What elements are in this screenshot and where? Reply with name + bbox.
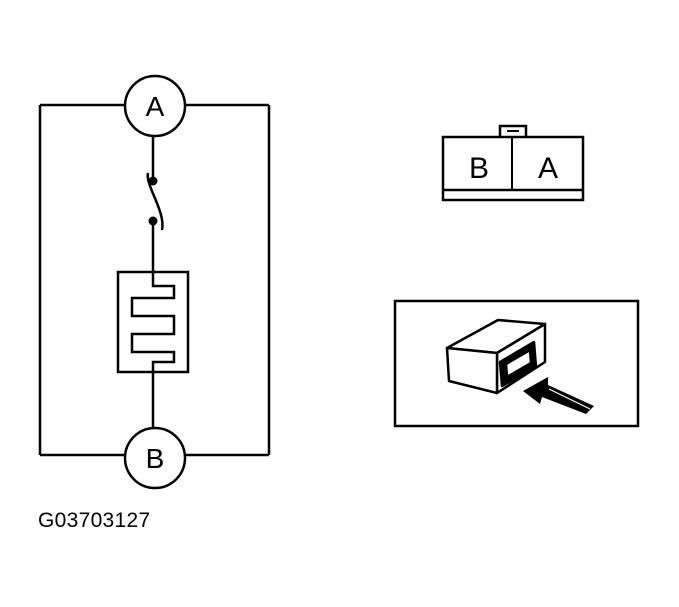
circuit-wires <box>38 103 271 457</box>
connector-cavity-b-label: B <box>469 152 489 185</box>
connector-cavity-a-label: A <box>538 152 558 185</box>
connector-location-inset <box>393 299 640 428</box>
terminal-b: B <box>123 426 187 490</box>
terminal-b-label: B <box>146 443 165 474</box>
connector-face: B A <box>441 124 585 202</box>
terminal-a: A <box>123 74 187 138</box>
terminal-a-label: A <box>146 91 165 122</box>
thermal-switch <box>146 172 164 231</box>
arrow-icon <box>523 377 594 414</box>
figure-code: G03703127 <box>38 509 151 532</box>
connector-illustration <box>445 318 547 395</box>
heater-element <box>116 270 190 374</box>
